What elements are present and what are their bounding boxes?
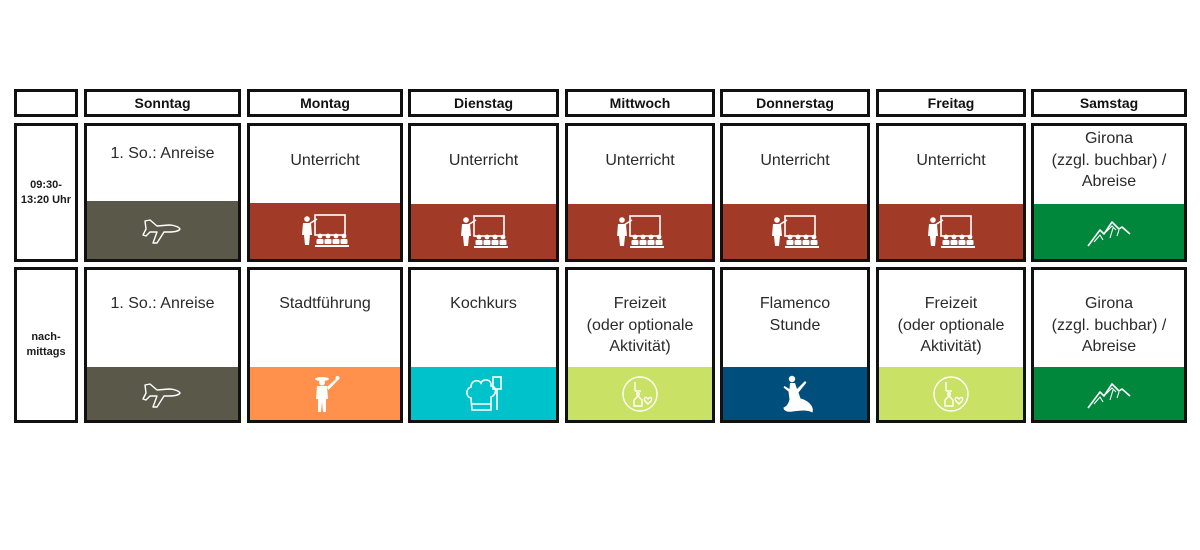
day-header-donnerstag: Donnerstag bbox=[720, 89, 870, 117]
schedule-cell-samstag-morning: Girona (zzgl. buchbar) / Abreise bbox=[1031, 123, 1187, 262]
airplane-icon bbox=[141, 376, 185, 412]
activity-band bbox=[250, 367, 400, 420]
activity-title: Girona (zzgl. buchbar) / Abreise bbox=[1051, 130, 1167, 190]
row-label-morning-text: 09:30- 13:20 Uhr bbox=[20, 178, 72, 206]
activity-band bbox=[1034, 204, 1184, 259]
activity-title: Unterricht bbox=[448, 152, 519, 169]
chef-hat-icon bbox=[464, 374, 504, 414]
mountain-icon bbox=[1086, 378, 1132, 410]
schedule-cell-donnerstag-afternoon: Flamenco Stunde bbox=[720, 267, 870, 423]
schedule-cell-mittwoch-afternoon: Freizeit (oder optionale Aktivität) bbox=[565, 267, 715, 423]
row-label-afternoon-text: nach- mittags bbox=[26, 331, 66, 358]
day-header-freitag: Freitag bbox=[876, 89, 1026, 117]
schedule-cell-montag-afternoon: Stadtführung bbox=[247, 267, 403, 423]
airplane-icon bbox=[141, 212, 185, 248]
schedule-cell-sonntag-afternoon: 1. So.: Anreise bbox=[84, 267, 241, 423]
tour-guide-icon bbox=[310, 374, 340, 414]
schedule-cell-montag-morning: Unterricht bbox=[247, 123, 403, 262]
activity-band bbox=[1034, 367, 1184, 420]
activity-band bbox=[87, 201, 238, 259]
classroom-teacher-icon bbox=[301, 212, 349, 250]
flamenco-dancer-icon bbox=[775, 373, 815, 415]
day-header-sonntag: Sonntag bbox=[84, 89, 241, 117]
leisure-clock-icon bbox=[931, 374, 971, 414]
schedule-cell-freitag-morning: Unterricht bbox=[876, 123, 1026, 262]
activity-title: Stadtführung bbox=[279, 295, 371, 312]
activity-band bbox=[723, 367, 867, 420]
classroom-teacher-icon bbox=[460, 213, 508, 251]
activity-band bbox=[250, 203, 400, 259]
classroom-teacher-icon bbox=[927, 213, 975, 251]
activity-title: Freizeit (oder optionale Aktivität) bbox=[586, 295, 694, 355]
schedule-cell-dienstag-afternoon: Kochkurs bbox=[408, 267, 559, 423]
schedule-cell-dienstag-morning: Unterricht bbox=[408, 123, 559, 262]
schedule-cell-freitag-afternoon: Freizeit (oder optionale Aktivität) bbox=[876, 267, 1026, 423]
activity-band bbox=[723, 204, 867, 259]
activity-title: Flamenco Stunde bbox=[759, 295, 831, 334]
activity-title: Unterricht bbox=[605, 152, 675, 169]
activity-title: Unterricht bbox=[290, 152, 360, 169]
activity-band bbox=[568, 367, 712, 420]
day-header-montag: Montag bbox=[247, 89, 403, 117]
corner-cell bbox=[14, 89, 78, 117]
classroom-teacher-icon bbox=[771, 213, 819, 251]
schedule-cell-mittwoch-morning: Unterricht bbox=[565, 123, 715, 262]
row-label-afternoon: nach- mittags bbox=[14, 267, 78, 423]
activity-title: 1. So.: Anreise bbox=[110, 295, 215, 312]
activity-band bbox=[568, 204, 712, 259]
activity-title: Unterricht bbox=[760, 152, 830, 169]
activity-title: Girona (zzgl. buchbar) / Abreise bbox=[1051, 295, 1167, 355]
activity-title: Freizeit (oder optionale Aktivität) bbox=[897, 295, 1005, 355]
row-label-morning: 09:30- 13:20 Uhr bbox=[14, 123, 78, 262]
leisure-clock-icon bbox=[620, 374, 660, 414]
activity-title: Unterricht bbox=[916, 152, 986, 169]
day-header-dienstag: Dienstag bbox=[408, 89, 559, 117]
activity-band bbox=[879, 204, 1023, 259]
activity-band bbox=[87, 367, 238, 420]
schedule-cell-samstag-afternoon: Girona (zzgl. buchbar) / Abreise bbox=[1031, 267, 1187, 423]
activity-title: 1. So.: Anreise bbox=[110, 145, 215, 162]
classroom-teacher-icon bbox=[616, 213, 664, 251]
activity-title: Kochkurs bbox=[450, 295, 517, 312]
day-header-samstag: Samstag bbox=[1031, 89, 1187, 117]
schedule-cell-sonntag-morning: 1. So.: Anreise bbox=[84, 123, 241, 262]
activity-band bbox=[411, 204, 556, 259]
day-header-mittwoch: Mittwoch bbox=[565, 89, 715, 117]
mountain-icon bbox=[1086, 216, 1132, 248]
activity-band bbox=[879, 367, 1023, 420]
schedule-cell-donnerstag-morning: Unterricht bbox=[720, 123, 870, 262]
activity-band bbox=[411, 367, 556, 420]
